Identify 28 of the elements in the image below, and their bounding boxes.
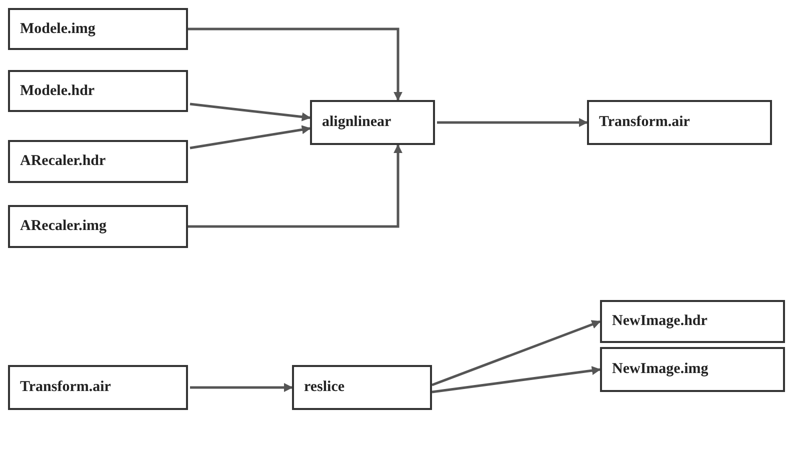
node-label: NewImage.img (612, 361, 708, 378)
arrow (188, 144, 402, 228)
file-box (587, 100, 772, 145)
file-box (8, 8, 188, 50)
file-box (8, 70, 188, 112)
file-box (310, 100, 435, 145)
node-label: NewImage.hdr (612, 313, 708, 330)
file-box (600, 300, 785, 343)
node-label: Modele.hdr (20, 82, 95, 100)
arrow (437, 118, 588, 127)
node-label: alignlinear (322, 114, 392, 131)
arrow (432, 366, 601, 394)
arrow (190, 383, 293, 392)
node-label: Modele.img (20, 20, 96, 38)
arrow (190, 125, 311, 150)
node-label: ARecaler.img (20, 218, 106, 235)
node-label: ARecaler.hdr (20, 153, 106, 170)
file-box (600, 347, 785, 392)
node-label: Transform.air (20, 379, 111, 396)
file-box (8, 365, 188, 410)
node-label: reslice (304, 379, 345, 396)
arrow (190, 102, 311, 122)
arrow (432, 320, 601, 386)
file-box (8, 140, 188, 183)
file-box (8, 205, 188, 248)
file-box (292, 365, 432, 410)
node-label: Transform.air (599, 114, 690, 131)
arrow (188, 28, 402, 101)
